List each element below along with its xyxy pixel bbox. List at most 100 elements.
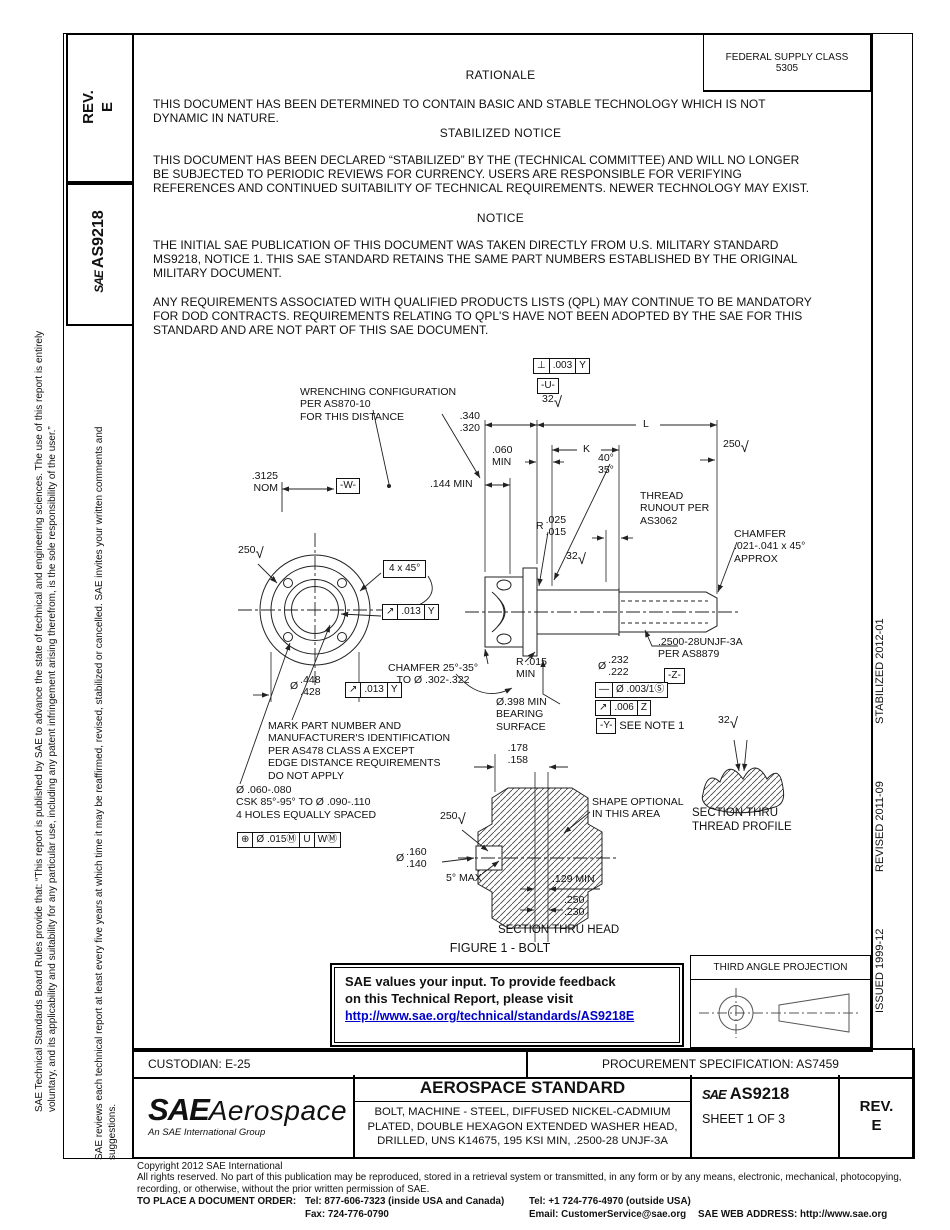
straightness-icon: — (595, 682, 613, 698)
projection-box: THIRD ANGLE PROJECTION (690, 955, 871, 1048)
thread-profile-section (701, 739, 785, 814)
dia-232-values: .232 .222 (608, 654, 629, 679)
fcf-runout-006: ↗ .006 Z (595, 700, 651, 716)
fcf-straightness: — Ø .003/1Ⓢ (595, 682, 669, 698)
radius-values: .025 .015 (545, 514, 567, 539)
doc-number-tab: SAE AS9218 (66, 181, 134, 326)
figure-1-container: WRENCHING CONFIGURATION PER AS870-10 FOR… (140, 352, 870, 962)
label-dim-3125: .3125 NOM (251, 470, 278, 495)
label-r015-min: R .015 MIN (516, 656, 547, 681)
rev-cell: REV. E (859, 1097, 894, 1135)
label-shape-optional: SHAPE OPTIONAL IN THIS AREA (592, 796, 684, 821)
fcf-runout-datum: Y (386, 682, 402, 698)
standard-description: BOLT, MACHINE - STEEL, DIFFUSED NICKEL-C… (367, 1106, 678, 1148)
section-head-caption: SECTION THRU HEAD (498, 924, 620, 936)
stabilized-date-label: STABILIZED 2012-01 (874, 618, 886, 724)
label-dia-448: Ø .448 .428 (290, 674, 321, 699)
fcf-position-value: Ø .015Ⓜ (252, 832, 301, 848)
stabilized-notice-heading: STABILIZED NOTICE (439, 126, 562, 140)
surface-finish-icon (256, 548, 264, 560)
federal-supply-title: FEDERAL SUPPLY CLASS (725, 51, 849, 63)
datum-y: -Y- (596, 718, 617, 734)
rationale-body: THIS DOCUMENT HAS BEEN DETERMINED TO CON… (153, 97, 766, 125)
feedback-line-2: on this Technical Report, please visit (345, 990, 574, 1006)
order-tel-1: Tel: 877-606-7323 (inside USA and Canada… (305, 1196, 505, 1207)
surface-finish-32-top: 32 (542, 393, 562, 405)
datum-z: -Z- (664, 668, 685, 684)
doc-number-value: AS9218 (729, 1085, 790, 1103)
order-tel-2: Tel: +1 724-776-4970 (outside USA) (529, 1196, 691, 1207)
label-radius-head: R .025 .015 (536, 514, 566, 539)
position-tolerance-icon: ⊕ (237, 832, 254, 848)
label-thread-callout: .2500-28UNJF-3A PER AS8879 (658, 636, 743, 661)
label-chamfer-25-35: CHAMFER 25°-35° TO Ø .302-.322 (388, 662, 479, 687)
fcf-position-datum2: WⓂ (313, 832, 342, 848)
notice-body-1: THE INITIAL SAE PUBLICATION OF THIS DOCU… (153, 238, 798, 280)
see-note-1: SEE NOTE 1 (619, 719, 685, 732)
rationale-heading: RATIONALE (465, 68, 536, 82)
label-dim-K: K (580, 443, 594, 456)
rights-text: All rights reserved. No part of this pub… (137, 1172, 902, 1195)
dia-448-values: .448 .428 (300, 674, 321, 699)
doc-number-text: AS9218 (90, 210, 107, 269)
fcf-perp-value: .003 (548, 358, 577, 374)
title-block: SAEAerospace An SAE International Group … (132, 1075, 915, 1159)
order-fax: Fax: 724-776-0790 (305, 1209, 389, 1220)
standard-title-cell: AEROSPACE STANDARD BOLT, MACHINE - STEEL… (355, 1075, 692, 1157)
main-frame (132, 33, 873, 1052)
revised-date-label: REVISED 2011-09 (874, 781, 886, 872)
issued-date-label: ISSUED 1999-12 (874, 928, 886, 1013)
feedback-box: SAE values your input. To provide feedba… (330, 963, 684, 1047)
label-dim-129: .129 MIN (552, 873, 595, 885)
label-bearing-surface: Ø.398 MIN BEARING SURFACE (496, 696, 547, 733)
radius-symbol: R (536, 520, 544, 533)
order-label: TO PLACE A DOCUMENT ORDER: (137, 1196, 297, 1207)
label-dim-060: .060 MIN (492, 444, 513, 469)
label-dim-L: L (640, 418, 652, 431)
runout-icon: ↗ (345, 682, 362, 698)
surface-finish-icon (730, 718, 738, 730)
datum-u: -U- (537, 378, 559, 394)
copyright-line: Copyright 2012 SAE International (137, 1161, 283, 1172)
margin-disclaimer-text: SAE Technical Standards Board Rules prov… (34, 330, 58, 1112)
fcf-runout-013-b: ↗ .013 Y (345, 682, 402, 698)
fcf-runout-013-a: ↗ .013 Y (382, 604, 439, 620)
runout-icon: ↗ (595, 700, 612, 716)
label-dia-160: Ø .160 .140 (396, 846, 427, 871)
label-wrenching: WRENCHING CONFIGURATION PER AS870-10 FOR… (300, 386, 457, 423)
label-thread-runout: THREAD RUNOUT PER AS3062 (640, 490, 710, 527)
label-dim-250-230: .250 .230 (564, 894, 585, 919)
projection-label: THIRD ANGLE PROJECTION (691, 956, 870, 980)
feedback-link[interactable]: http://www.sae.org/technical/standards/A… (345, 1008, 635, 1023)
diameter-symbol: Ø (598, 660, 607, 673)
surface-finish-250-topview: 250 (238, 544, 264, 556)
surface-finish-250-right: 250 (723, 438, 749, 450)
label-mark-note: MARK PART NUMBER AND MANUFACTURER'S IDEN… (268, 720, 451, 782)
surface-finish-icon (458, 814, 466, 826)
section-thru-head (441, 754, 618, 942)
datum-w: -W- (336, 478, 360, 494)
label-dia-232: Ø .232 .222 (598, 654, 629, 679)
fcf-runout-value: .013 (397, 604, 425, 620)
surface-finish-32-shank: 32 (566, 550, 586, 562)
sae-logo-small: SAE (702, 1087, 727, 1102)
diameter-symbol: Ø (290, 680, 299, 693)
info-row: CUSTODIAN: E-25 PROCUREMENT SPECIFICATIO… (132, 1048, 915, 1079)
notice-body-2: ANY REQUIREMENTS ASSOCIATED WITH QUALIFI… (153, 295, 812, 337)
label-dim-340-320: .340 .320 (459, 410, 480, 435)
fcf-position: ⊕ Ø .015Ⓜ U WⓂ (237, 832, 342, 848)
figure-drawing (238, 409, 785, 942)
federal-supply-box: FEDERAL SUPPLY CLASS 5305 (703, 35, 871, 92)
rev-tab: REV. E (66, 33, 134, 185)
fcf-position-datum1: U (299, 832, 315, 848)
notice-heading: NOTICE (476, 211, 525, 225)
sae-aerospace-logo-cell: SAEAerospace An SAE International Group (134, 1075, 355, 1157)
perpendicularity-icon: ⊥ (533, 358, 550, 374)
standard-heading: AEROSPACE STANDARD (355, 1075, 690, 1102)
aerospace-logo-text: Aerospace (208, 1095, 348, 1126)
label-angle-40-35: 40° 35° (598, 452, 614, 477)
feedback-line-1: SAE values your input. To provide feedba… (345, 974, 616, 989)
surface-finish-icon (554, 397, 562, 409)
fcf-runout-006-datum: Z (636, 700, 651, 716)
